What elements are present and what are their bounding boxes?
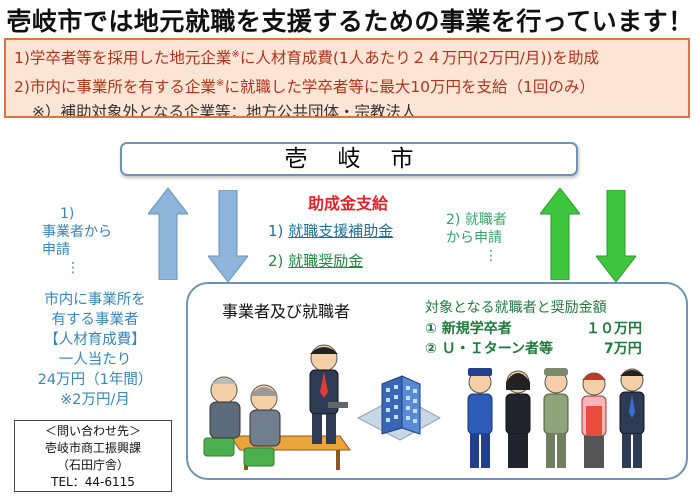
up-arrow-green-icon [540,188,580,280]
main-box-label: 事業者及び就職者 [222,302,351,321]
building-illustration [356,375,442,441]
notice-line-1: 1)学卒者等を採用した地元企業※に人材育成費(1人あたり２４万円(2万円/月))… [14,49,599,68]
subsidy-item-2: 2) 就職奨励金 [268,252,364,270]
subsidy-title: 助成金支給 [307,194,388,213]
notice-line-3: ※）補助対象外となる企業等：地方公共団体・宗教法人 [32,103,417,118]
contact-phone: TEL：44-6115 [51,475,135,489]
down-arrow-blue-icon [208,190,248,282]
contact-department: 壱岐市商工振興課 [44,441,141,455]
page-title: 壱岐市では地元就職を支援するための事業を行っています！ [6,7,694,36]
target-row-1-amount: １０万円 [586,321,642,337]
target-row-2-amount: 7万円 [604,341,642,357]
target-row-2: ② Ｕ・Ｉターン者等 [425,341,554,357]
meeting-illustration [203,344,351,470]
contact-office: （石田庁舎） [56,458,129,472]
city-box: 壱岐市 [120,142,578,176]
up-arrow-blue-icon [148,188,188,280]
notice-box: 1)学卒者等を採用した地元企業※に人材育成費(1人あたり２４万円(2万円/月))… [4,38,690,118]
workers-illustration [467,368,645,468]
right-application-text: 2) 就職者 から申請 ⋮ [446,212,507,264]
target-row-1: ① 新規学卒者 [425,321,512,337]
notice-line-2: 2)市内に事業所を有する企業※に就職した学卒者等に最大10万円を支給（1回のみ） [14,78,595,97]
down-arrow-green-icon [596,190,636,282]
contact-box: ＜問い合わせ先＞ 壱岐市商工振興課 （石田庁舎） TEL：44-6115 [14,420,172,492]
contact-heading: ＜問い合わせ先＞ [44,424,141,438]
subsidy-item-1: 1) 就職支援補助金 [268,222,394,240]
left-detail-text: 市内に事業所を 有する事業者 【人材育成費】 一人当たり 24万円（1年間） ※… [37,292,153,408]
left-application-text: 1) 事業者から 申請 ⋮ [42,206,112,276]
target-title: 対象となる就職者と奨励金額 [425,300,607,316]
